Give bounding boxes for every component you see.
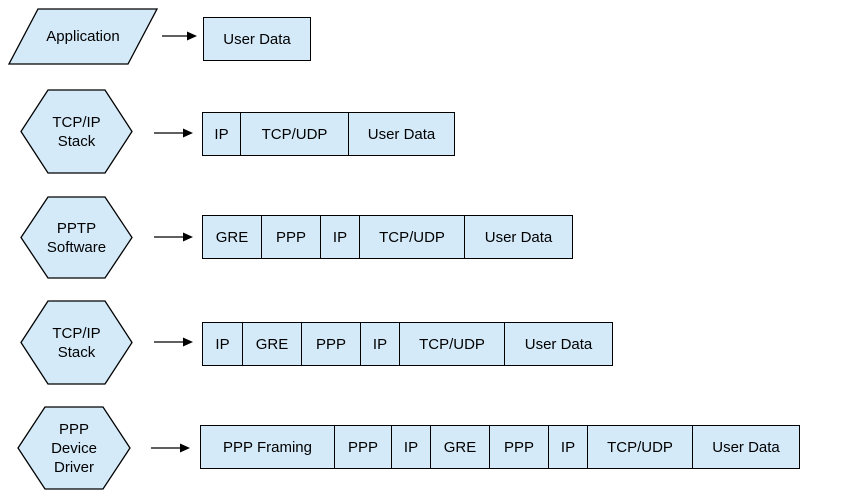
packet-cell: User Data (203, 17, 311, 61)
packet-row-ppp-device-driver: PPP Framing PPP IP GRE PPP IP TCP/UDP Us… (200, 425, 800, 469)
packet-cell: TCP/UDP (587, 425, 693, 469)
packet-cell: GRE (242, 322, 302, 366)
packet-cell: PPP (261, 215, 321, 259)
arrow-right-icon (151, 443, 190, 453)
packet-cell: GRE (430, 425, 490, 469)
arrow-right-icon (154, 337, 193, 347)
packet-cell: IP (548, 425, 588, 469)
application-parallelogram-shape (7, 8, 159, 65)
pptp-software-hexagon-shape (20, 196, 133, 279)
ppp-device-driver-hexagon-shape (17, 406, 131, 490)
arrow-right-icon (154, 128, 193, 138)
packet-cell: IP (320, 215, 360, 259)
packet-cell: PPP (334, 425, 392, 469)
packet-cell: IP (391, 425, 431, 469)
packet-row-tcpip-stack-2: IP GRE PPP IP TCP/UDP User Data (202, 322, 613, 366)
packet-cell: TCP/UDP (399, 322, 505, 366)
tcpip-stack-hexagon-shape-1 (20, 89, 133, 174)
packet-cell: PPP (489, 425, 549, 469)
arrow-right-icon (162, 31, 197, 41)
packet-cell: User Data (464, 215, 573, 259)
packet-row-application: User Data (203, 17, 311, 61)
packet-cell: GRE (202, 215, 262, 259)
packet-row-tcpip-stack-1: IP TCP/UDP User Data (202, 112, 455, 156)
packet-cell: User Data (692, 425, 800, 469)
packet-row-pptp-software: GRE PPP IP TCP/UDP User Data (202, 215, 573, 259)
packet-cell: TCP/UDP (359, 215, 465, 259)
tcpip-stack-hexagon-shape-2 (20, 300, 133, 385)
packet-cell: PPP (301, 322, 361, 366)
packet-cell: TCP/UDP (240, 112, 349, 156)
packet-cell: PPP Framing (200, 425, 335, 469)
arrow-right-icon (154, 232, 193, 242)
packet-cell: IP (202, 112, 241, 156)
packet-cell: IP (360, 322, 400, 366)
packet-cell: IP (202, 322, 243, 366)
packet-cell: User Data (348, 112, 455, 156)
packet-cell: User Data (504, 322, 613, 366)
